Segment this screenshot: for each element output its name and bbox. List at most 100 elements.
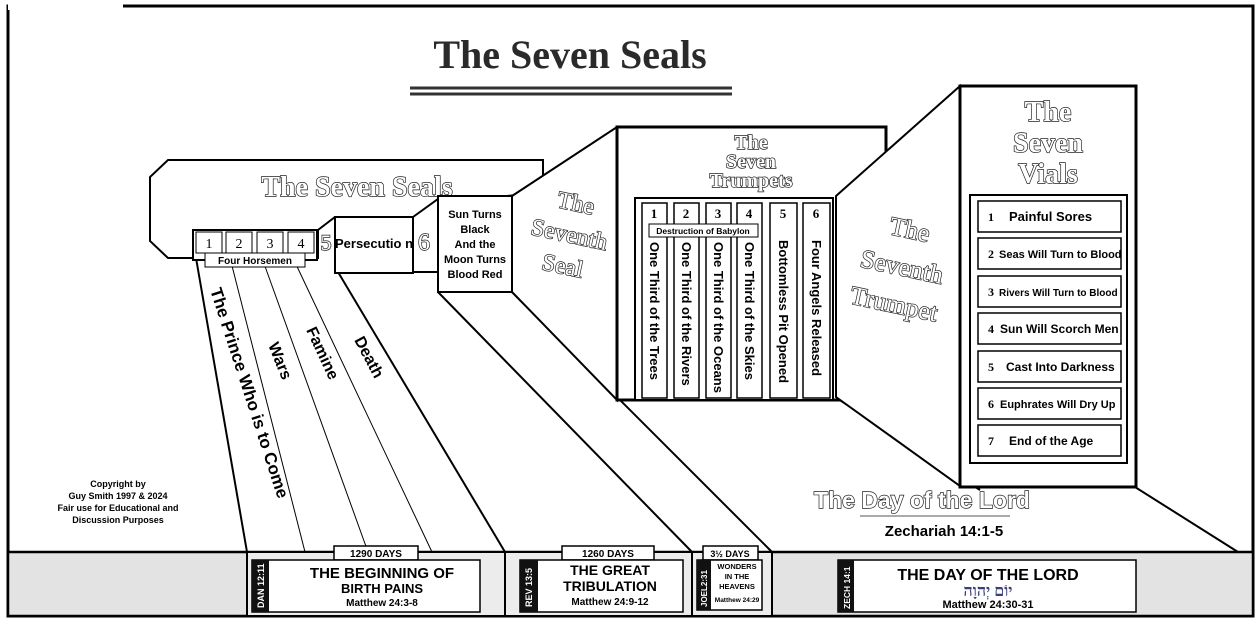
trumpet-number-5: 5 [780, 206, 787, 221]
tribulation-days: 1260 DAYS [582, 549, 634, 560]
birth-pains-ref: Matthew 24:3-8 [346, 598, 418, 609]
trumpet-item-6: Four Angels Released [809, 240, 824, 376]
seal6-line-4: Moon Turns [444, 254, 506, 266]
day-of-lord-title: The Day of the Lord [814, 487, 1030, 513]
trumpet-item-3: One Third of the Oceans [711, 242, 726, 393]
horsemen-label-box [204, 252, 306, 268]
trumpet-columns: 1 2 3 4 5 6 Destruction of Babylon One T… [641, 202, 831, 399]
trumpet-column-6 [802, 202, 831, 399]
birth-pains-tag: DAN 12:11 [256, 563, 266, 608]
vial-number-6: 6 [988, 397, 994, 411]
lane-line-6 [437, 291, 693, 553]
vials-heading-3: Vials [1018, 159, 1078, 190]
vial-number-5: 5 [988, 360, 994, 374]
birth-pains-box [251, 559, 481, 613]
wonders-line-1: WONDERS [717, 562, 756, 571]
seal-cells: 1 2 3 4 [195, 231, 315, 254]
vials-list: 1 2 3 4 5 6 7 Painful Sores Seas Will Tu… [977, 200, 1122, 457]
day-of-lord-ref: Zechariah 14:1-5 [885, 523, 1003, 540]
day-lord-ref: Matthew 24:30-31 [942, 599, 1033, 611]
seal5-box [334, 216, 414, 274]
vial-item-2 [977, 237, 1122, 270]
seal5-label: Persecutio n [335, 236, 413, 251]
vial-label-6: Euphrates Will Dry Up [1000, 399, 1116, 411]
tribulation-tag: REV 13:5 [524, 568, 534, 607]
trumpet-numbers: 1 2 3 4 5 6 [651, 206, 820, 221]
vial-number-2: 2 [988, 247, 994, 261]
trumpet-number-2: 2 [683, 206, 690, 221]
seven-vials-box: The Seven Vials 1 2 3 4 5 6 7 Painful S [958, 84, 1138, 489]
trumpet-item-1: One Third of the Trees [647, 242, 662, 380]
lane-line-3 [261, 257, 369, 553]
seals-box-heading: The Seven Seals [261, 172, 452, 203]
vial-item-7 [977, 424, 1122, 457]
segment-tribulation: 1260 DAYS REV 13:5 THE GREAT TRIBULATION… [504, 545, 693, 617]
birth-pains-title-2: BIRTH PAINS [341, 581, 423, 596]
birth-pains-title-1: THE BEGINNING OF [310, 565, 454, 582]
vial-label-1: Painful Sores [1009, 209, 1092, 224]
vial-number-3: 3 [988, 285, 994, 299]
seal6-line-5: Blood Red [448, 269, 503, 281]
trumpet-item-5: Bottomless Pit Opened [776, 240, 791, 383]
vial-label-7: End of the Age [1009, 434, 1094, 448]
vials-heading: The Seven Vials [1012, 96, 1084, 190]
seal-number-1: 1 [206, 237, 213, 252]
frame-gap [8, 4, 123, 10]
vial-labels: Painful Sores Seas Will Turn to Blood Ri… [999, 209, 1122, 448]
seal6-line-2: Black [460, 224, 490, 236]
trumpet-number-6: 6 [813, 206, 820, 221]
seal6-text: Sun Turns Black And the Moon Turns Blood… [444, 209, 506, 281]
seal6-line-1: Sun Turns [448, 209, 502, 221]
wonders-line-3: HEAVENS [719, 582, 755, 591]
vials-heading-2: Seven [1013, 128, 1083, 159]
horsemen-label: Four Horsemen [218, 256, 292, 267]
trumpet-number-3: 3 [715, 206, 722, 221]
segment-day-of-lord: ZECH 14:1 THE DAY OF THE LORD יוֹם יְהוָ… [837, 559, 1137, 613]
trumpet-column-5 [769, 202, 798, 399]
lane-line-1 [195, 257, 248, 553]
vial-item-1 [977, 200, 1122, 233]
page-title: The Seven Seals [433, 32, 706, 77]
trumpet-number-1: 1 [651, 206, 658, 221]
vial-numbers: 1 2 3 4 5 6 7 [988, 210, 994, 448]
day-lord-hebrew: יוֹם יְהוָה [964, 583, 1013, 600]
vial-item-3 [977, 275, 1122, 308]
lane-line-9 [1134, 486, 1239, 553]
day-lord-tag-box [838, 560, 854, 612]
tribulation-title-1: THE GREAT [570, 562, 650, 578]
vial-item-4 [977, 312, 1122, 345]
birth-pains-tag-box [252, 560, 269, 612]
day-lord-title: THE DAY OF THE LORD [897, 567, 1078, 584]
tribulation-ref: Matthew 24:9-12 [571, 597, 649, 608]
lane-line-2 [229, 257, 306, 553]
vial-item-6 [977, 387, 1122, 420]
vial-label-4: Sun Will Scorch Men [1000, 322, 1119, 336]
seal6-line-3: And the [455, 239, 496, 251]
tribulation-tag-box [520, 560, 538, 612]
copyright-line-1: Copyright by [90, 479, 146, 489]
trumpets-heading-2: Seven [726, 151, 776, 173]
trumpet-items: One Third of the Trees One Third of the … [647, 240, 824, 393]
vial-label-3: Rivers Will Turn to Blood [999, 288, 1118, 299]
copyright-line-2: Guy Smith 1997 & 2024 [68, 491, 167, 501]
segment-birth-pains: 1290 DAYS DAN 12:11 THE BEGINNING OF BIR… [246, 545, 506, 617]
vials-heading-1: The [1025, 97, 1072, 128]
seal-number-2: 2 [236, 237, 243, 252]
copyright-block: Copyright by Guy Smith 1997 & 2024 Fair … [57, 479, 178, 525]
seven-seals-box: The Seven Seals 1 2 3 4 Four Horsemen 5 … [149, 159, 544, 293]
copyright-line-4: Discussion Purposes [72, 515, 164, 525]
babylon-label: Destruction of Babylon [656, 226, 750, 236]
seal6-number: 6 [418, 230, 430, 256]
timeline-strip: 1290 DAYS DAN 12:11 THE BEGINNING OF BIR… [6, 545, 1255, 618]
trumpets-heading-3: Trumpets [710, 170, 793, 192]
day-lord-box [837, 559, 1137, 613]
seal-number-4: 4 [298, 237, 305, 252]
wonders-line-2: IN THE [725, 572, 750, 581]
trumpet-item-2: One Third of the Rivers [679, 242, 694, 386]
vial-label-5: Cast Into Darkness [1006, 360, 1115, 374]
vial-number-4: 4 [988, 322, 994, 336]
seal5-number: 5 [321, 230, 332, 255]
birth-pains-days: 1290 DAYS [350, 549, 402, 560]
